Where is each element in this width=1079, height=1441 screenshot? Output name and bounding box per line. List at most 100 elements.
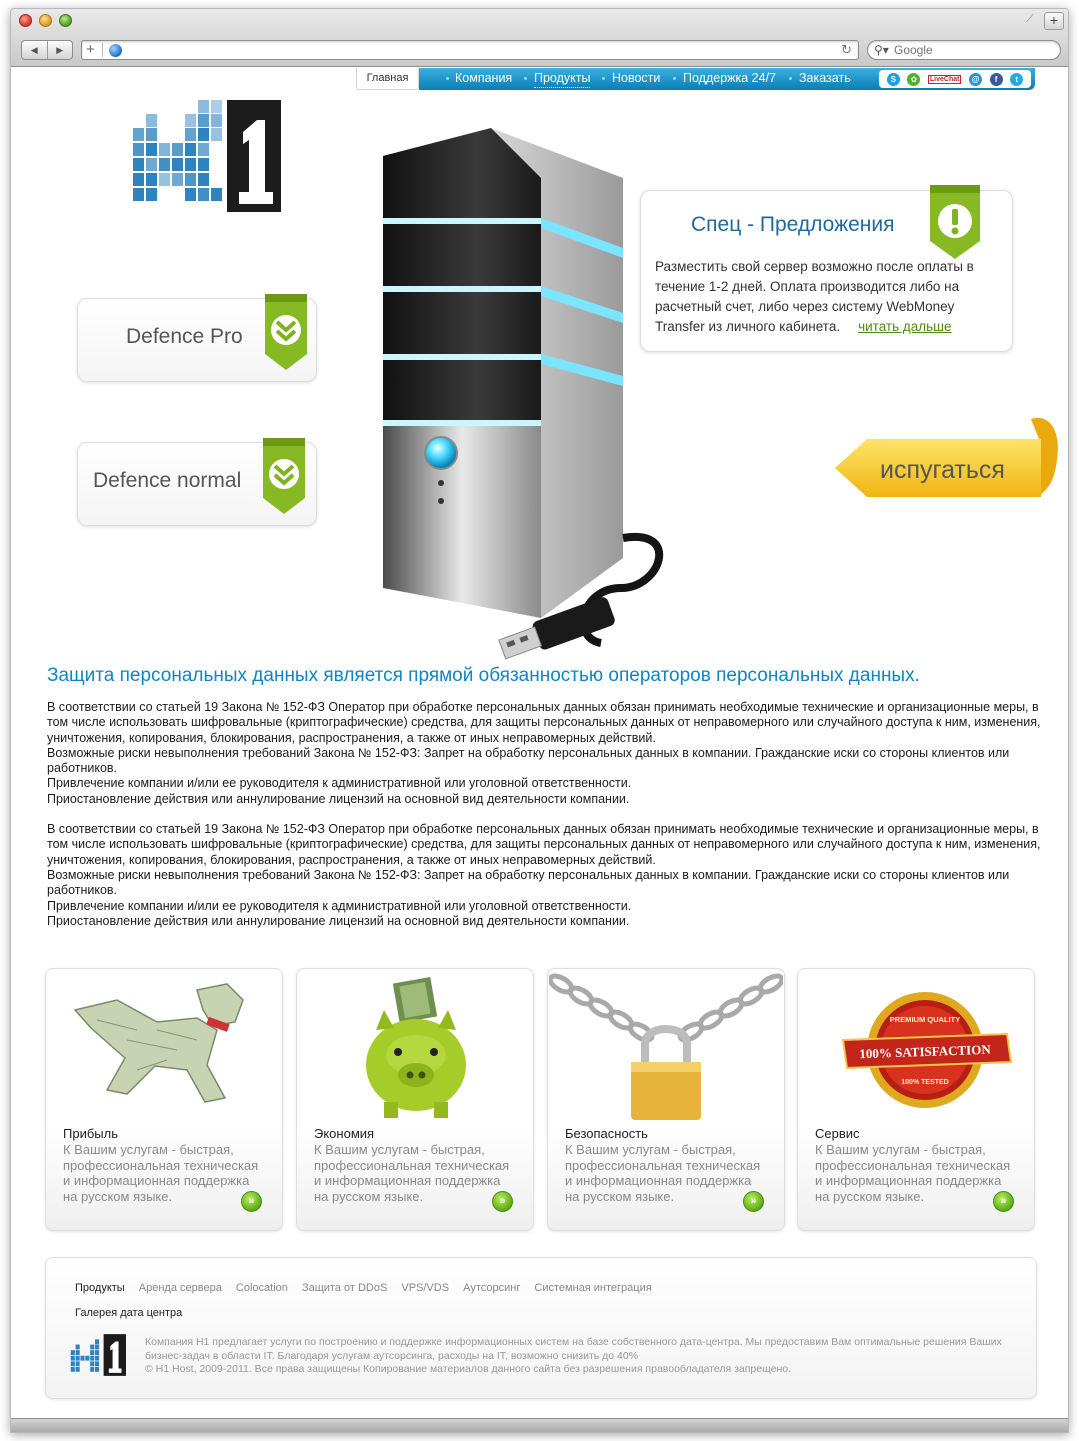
seal-main-text: 100% SATISFACTION [859, 1042, 991, 1062]
nav-news[interactable]: Новости [612, 71, 661, 85]
money-dog-image [73, 983, 244, 1103]
search-input[interactable] [894, 42, 1054, 58]
h1-logo[interactable] [131, 100, 281, 212]
footer-text: Компания Н1 предлагает услуги по построе… [145, 1336, 1005, 1377]
article-paragraph: В соответствии со статьей 19 Закона № 15… [47, 822, 1041, 867]
special-offers-title: Спец - Предложения [691, 213, 895, 236]
nav-separator [446, 77, 449, 80]
article-paragraph: Возможные риски невыполнения требований … [47, 867, 1010, 898]
card-text: К Вашим услугам - быстрая, профессиональ… [815, 1142, 1011, 1204]
search-icon: ⚲▾ [874, 43, 889, 57]
minimize-window-button[interactable] [39, 14, 52, 27]
seal-bottom-text: 100% TESTED [901, 1079, 948, 1086]
seal-top-text: PREMIUM QUALITY [890, 1015, 960, 1024]
globe-icon [109, 44, 122, 57]
footer-gallery-link[interactable]: Галерея дата центра [75, 1307, 183, 1319]
nav-separator [673, 77, 676, 80]
facebook-icon[interactable]: f [989, 72, 1003, 86]
chevron-right-icon[interactable]: » [492, 1191, 513, 1212]
article-paragraph: В соответствии со статьей 19 Закона № 15… [47, 700, 1041, 745]
footer-h1-logo[interactable] [70, 1334, 126, 1376]
resize-icon[interactable]: ⟋ [1026, 13, 1034, 25]
icq-icon[interactable]: ✿ [907, 72, 921, 86]
add-bookmark-icon[interactable]: + [86, 41, 95, 58]
article-title: Защита персональных данных является прям… [47, 665, 920, 686]
nav-order[interactable]: Заказать [799, 71, 851, 85]
piggy-bank-image [366, 977, 466, 1118]
defence-normal-label: Defence normal [93, 469, 242, 492]
green-chevron-ribbon-icon [263, 438, 305, 514]
card-text: К Вашим услугам - быстрая, профессиональ… [565, 1142, 761, 1204]
article-body: В соответствии со статьей 19 Закона № 15… [47, 700, 1041, 929]
nav-products[interactable]: Продукты [534, 68, 591, 88]
defence-pro-label: Defence Pro [126, 325, 243, 348]
chevron-right-icon[interactable]: » [993, 1191, 1014, 1212]
card-profit[interactable]: Прибыль К Вашим услугам - быстрая, профе… [45, 968, 283, 1231]
back-button[interactable]: ◀ [30, 45, 38, 55]
card-title: Сервис [815, 1126, 860, 1141]
footer-copyright: © H1 Host, 2009-2011. Все права защищены… [145, 1363, 792, 1375]
browser-window: ⟋ + ◀ ▶ + ↻ ⚲▾ Главная Компания Продукты [10, 8, 1069, 1433]
article-paragraph: Приостановление действия или аннулирован… [47, 913, 630, 928]
nav-company[interactable]: Компания [455, 71, 513, 85]
footer-about: Компания Н1 предлагает услуги по построе… [145, 1336, 1002, 1362]
footer-link-ddos[interactable]: Защита от DDoS [301, 1282, 388, 1294]
nav-separator [524, 77, 527, 80]
card-savings[interactable]: Экономия К Вашим услугам - быстрая, проф… [296, 968, 534, 1231]
scare-banner-label[interactable]: испугаться [880, 456, 1005, 484]
card-title: Безопасность [565, 1126, 648, 1141]
address-divider [102, 43, 103, 57]
close-window-button[interactable] [19, 14, 32, 27]
footer-link-products[interactable]: Продукты [75, 1282, 125, 1294]
footer-link-integration[interactable]: Системная интеграция [534, 1282, 652, 1294]
nav-bar: Компания Продукты Новости Поддержка 24/7… [419, 68, 1035, 90]
skype-icon[interactable]: S [886, 72, 900, 86]
web-page: Главная Компания Продукты Новости Поддер… [11, 68, 1068, 1418]
padlock-chain-image [549, 973, 783, 1120]
forward-button[interactable]: ▶ [46, 41, 73, 59]
scare-banner[interactable] [831, 413, 1059, 501]
social-icons: S ✿ LiveChat @ f t [879, 70, 1031, 88]
article-paragraph: Приостановление действия или аннулирован… [47, 791, 630, 806]
special-offers-box: Спец - Предложения Разместить свой серве… [640, 185, 1013, 352]
footer-links: Продукты Аренда сервера Colocation Защит… [75, 1282, 663, 1294]
server-illustration [383, 128, 664, 660]
exclamation-ribbon-icon [930, 185, 980, 259]
livechat-icon[interactable]: LiveChat [927, 74, 962, 84]
card-service[interactable]: 100% SATISFACTION PREMIUM QUALITY 100% T… [797, 968, 1035, 1231]
main-navigation: Главная Компания Продукты Новости Поддер… [356, 68, 1035, 90]
defence-normal-box[interactable]: Defence normal [77, 438, 317, 526]
article-paragraph: Привлечение компании и/или ее руководите… [47, 776, 632, 791]
footer-link-vps[interactable]: VPS/VDS [401, 1282, 450, 1294]
article-paragraph: Привлечение компании и/или ее руководите… [47, 898, 632, 913]
browser-toolbar: ⟋ + ◀ ▶ + ↻ ⚲▾ [11, 9, 1068, 67]
mail-icon[interactable]: @ [969, 72, 983, 86]
twitter-icon[interactable]: t [1010, 72, 1024, 86]
nav-separator [602, 77, 605, 80]
chevron-right-icon[interactable]: » [241, 1191, 262, 1212]
zoom-window-button[interactable] [59, 14, 72, 27]
chevron-right-icon[interactable]: » [743, 1191, 764, 1212]
paragraph-spacer [47, 807, 1041, 822]
browser-statusbar [11, 1418, 1068, 1432]
footer: Продукты Аренда сервера Colocation Защит… [45, 1257, 1037, 1399]
read-more-link[interactable]: читать дальше [858, 319, 952, 334]
search-box[interactable]: ⚲▾ [867, 40, 1061, 60]
defence-pro-box[interactable]: Defence Pro [77, 294, 317, 382]
card-text: К Вашим услугам - быстрая, профессиональ… [314, 1142, 510, 1204]
address-bar[interactable]: + ↻ [81, 40, 859, 60]
card-title: Экономия [314, 1126, 375, 1141]
green-chevron-ribbon-icon [265, 294, 307, 370]
article-paragraph: Возможные риски невыполнения требований … [47, 745, 1010, 776]
footer-link-colocation[interactable]: Colocation [235, 1282, 288, 1294]
special-offers-text: Разместить свой сервер возможно после оп… [655, 259, 974, 334]
footer-link-outsourcing[interactable]: Аутсорсинг [463, 1282, 521, 1294]
reload-icon[interactable]: ↻ [841, 42, 852, 57]
new-tab-button[interactable]: + [1044, 12, 1064, 30]
nav-support[interactable]: Поддержка 24/7 [683, 71, 777, 85]
card-security[interactable]: Безопасность К Вашим услугам - быстрая, … [547, 968, 785, 1231]
nav-separator [789, 77, 792, 80]
history-buttons: ◀ ▶ [21, 40, 73, 60]
nav-home[interactable]: Главная [356, 68, 419, 90]
footer-link-server-rent[interactable]: Аренда сервера [138, 1282, 222, 1294]
